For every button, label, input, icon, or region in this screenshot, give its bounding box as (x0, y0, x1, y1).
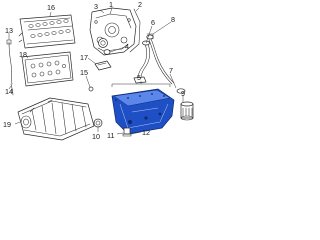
callout-1: 1 (109, 0, 113, 9)
oil-pan (111, 88, 175, 135)
engine-parts-diagram: 1 2 3 4 5 6 7 8 9 10 11 12 13 14 15 16 1… (3, 0, 194, 141)
o-ring (176, 88, 186, 94)
small-bolt (88, 86, 94, 92)
callout-16: 16 (47, 3, 55, 12)
leader-lines (8, 7, 184, 135)
callout-labels: 1 2 3 4 5 6 7 8 9 10 11 12 13 14 15 16 1… (3, 0, 185, 141)
valve-cover (18, 14, 76, 49)
callout-13: 13 (5, 26, 13, 35)
small-seal (103, 49, 111, 55)
front-seal (98, 38, 108, 48)
callout-10: 10 (92, 132, 100, 141)
callout-9: 9 (181, 89, 185, 98)
small-gasket (94, 60, 112, 71)
callout-11: 11 (107, 131, 114, 140)
cover-gasket (129, 8, 141, 53)
callout-2: 2 (138, 0, 142, 9)
timing-cover (89, 7, 137, 56)
seal-ring (93, 118, 103, 128)
dipstick-tube (6, 39, 14, 96)
callout-14: 14 (5, 87, 13, 96)
callout-4: 4 (125, 42, 129, 51)
callout-6: 6 (151, 18, 155, 27)
oil-filter (180, 101, 194, 121)
callout-15: 15 (80, 68, 88, 77)
callout-19: 19 (3, 120, 11, 129)
callout-5: 5 (137, 73, 141, 82)
callout-17: 17 (80, 53, 88, 62)
callout-3: 3 (94, 2, 98, 11)
valve-cover-gasket (21, 51, 74, 87)
callout-12: 12 (142, 128, 150, 137)
dipstick (146, 33, 175, 85)
callout-bracket-5 (111, 83, 171, 87)
drain-plug (122, 127, 132, 137)
callout-7: 7 (169, 66, 173, 75)
callout-8: 8 (171, 15, 175, 24)
intake-manifold (17, 97, 95, 141)
callout-18: 18 (19, 50, 27, 59)
